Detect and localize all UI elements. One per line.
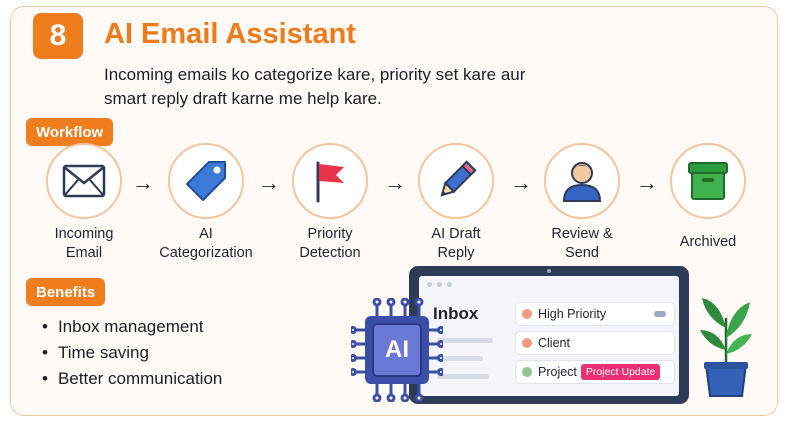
inbox-screen: Inbox High Priority Client Project Proje… [419, 276, 679, 396]
workflow-section-label: Workflow [26, 118, 114, 146]
benefits-list: Inbox management Time saving Better comm… [42, 314, 222, 392]
arrow-right-icon: → [258, 170, 280, 195]
pencil-icon [418, 143, 494, 219]
project-update-tag: Project Update [580, 364, 661, 380]
mail-row-high-priority: High Priority [515, 302, 675, 326]
benefits-section-label: Benefits [26, 278, 106, 306]
person-icon [544, 143, 620, 219]
mail-dot-icon [522, 338, 532, 348]
arrow-right-icon: → [384, 170, 406, 195]
benefit-item: Inbox management [42, 314, 222, 340]
subtitle-line-1: Incoming emails ko categorize kare, prio… [104, 65, 526, 84]
workflow-step-archived: Archived [648, 143, 768, 252]
envelope-icon [46, 143, 122, 219]
workflow-step-label: Priority Detection [299, 226, 361, 261]
arrow-right-icon: → [636, 170, 658, 195]
camera-dot [547, 269, 551, 273]
workflow-step-label: AI Draft Reply [431, 226, 481, 261]
step-number-badge: 8 [33, 13, 83, 59]
inbox-placeholder-lines [437, 338, 493, 392]
workflow-step-priority-detection: Priority Detection [270, 143, 390, 263]
archive-box-icon [670, 143, 746, 219]
monitor-illustration: Inbox High Priority Client Project Proje… [409, 266, 689, 404]
tag-icon [168, 143, 244, 219]
mail-row-client: Client [515, 331, 675, 355]
workflow-step-review-send: Review & Send [522, 143, 642, 263]
workflow-step-incoming-email: Incoming Email [24, 143, 144, 263]
page-subtitle: Incoming emails ko categorize kare, prio… [104, 63, 624, 111]
subtitle-line-2: smart reply draft karne me help kare. [104, 89, 382, 108]
flag-icon [292, 143, 368, 219]
arrow-right-icon: → [510, 170, 532, 195]
mail-dot-icon [522, 309, 532, 319]
toggle-indicator [654, 311, 666, 317]
ai-chip-icon: AI [349, 297, 445, 407]
inbox-title: Inbox [433, 304, 479, 323]
workflow-step-ai-categorization: AI Categorization [146, 143, 266, 263]
workflow-step-label: Review & Send [551, 226, 613, 261]
workflow-step-label: Archived [679, 234, 737, 250]
window-controls [427, 282, 452, 287]
benefit-item: Better communication [42, 366, 222, 392]
mail-dot-icon [522, 367, 532, 377]
ai-chip-label: AI [385, 336, 409, 363]
workflow-step-label: Incoming Email [54, 226, 114, 261]
page-title: AI Email Assistant [104, 18, 356, 50]
mail-row-project: Project Project Update [515, 360, 675, 384]
benefit-item: Time saving [42, 340, 222, 366]
plant-icon [696, 288, 756, 405]
workflow-step-ai-draft-reply: AI Draft Reply [396, 143, 516, 263]
arrow-right-icon: → [132, 170, 154, 195]
workflow-step-label: AI Categorization [159, 226, 253, 261]
